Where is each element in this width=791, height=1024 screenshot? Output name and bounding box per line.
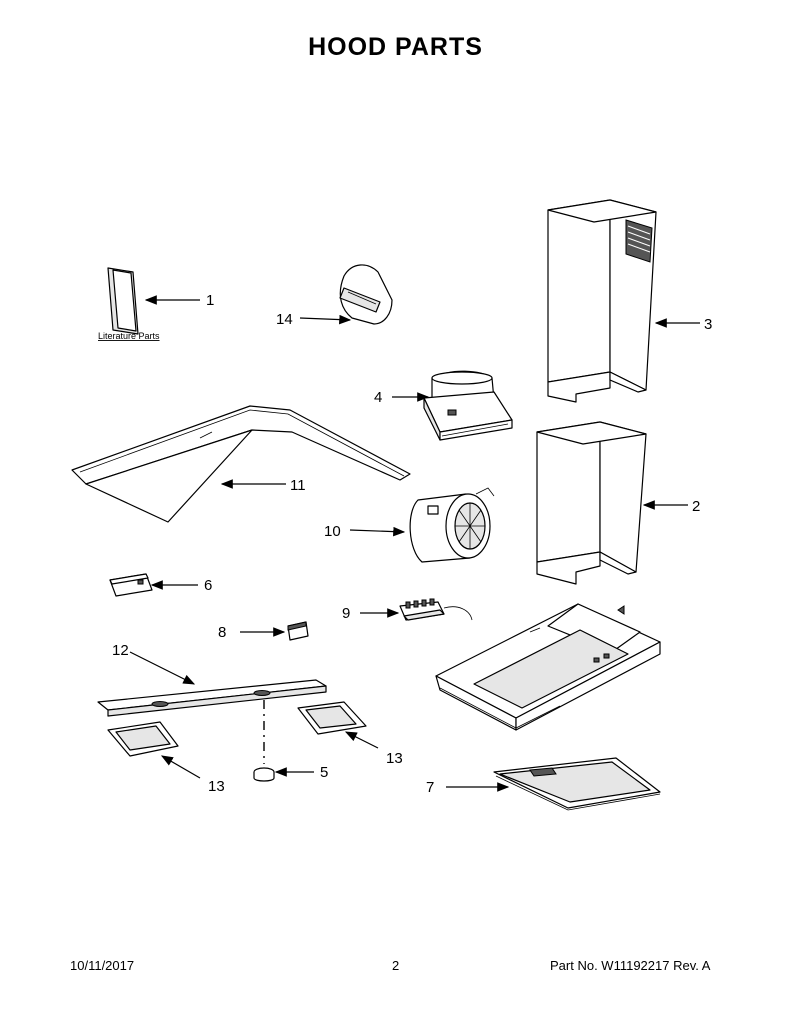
- part-11-canopy-cover[interactable]: [71, 405, 411, 523]
- callout-8: 8: [218, 624, 226, 641]
- footer-page-number: 2: [392, 958, 400, 973]
- part-6-control-box[interactable]: [109, 573, 153, 597]
- part-4-blower-housing[interactable]: [423, 370, 513, 441]
- callout-1: 1: [206, 292, 214, 309]
- hood-body: [435, 603, 661, 731]
- callout-5: 5: [320, 764, 328, 781]
- part-13-light-lens-right[interactable]: [297, 701, 367, 735]
- callout-13-left: 13: [208, 778, 225, 795]
- callout-2: 2: [692, 498, 700, 515]
- part-14-hardware-bag[interactable]: [339, 264, 393, 325]
- callout-14: 14: [276, 311, 293, 328]
- callout-4: 4: [374, 389, 382, 406]
- part-5-light-bulb[interactable]: [253, 767, 275, 782]
- page-title: HOOD PARTS: [308, 33, 483, 61]
- callout-9: 9: [342, 605, 350, 622]
- callout-6: 6: [204, 577, 212, 594]
- callout-11: 11: [290, 477, 306, 494]
- part-3-upper-chimney[interactable]: [547, 199, 657, 403]
- callout-3: 3: [704, 316, 712, 333]
- footer-part-number: Part No. W11192217 Rev. A: [550, 958, 711, 973]
- footer-date: 10/11/2017: [70, 958, 135, 973]
- part-7-grease-filter[interactable]: [493, 757, 661, 811]
- literature-parts-label: Literature Parts: [98, 331, 160, 341]
- part-8-switch[interactable]: [287, 621, 309, 641]
- vent-grille: [625, 219, 653, 263]
- callout-13-right: 13: [386, 750, 403, 767]
- part-2-lower-chimney[interactable]: [536, 421, 647, 585]
- part-1-literature[interactable]: Literature Parts: [98, 267, 160, 341]
- part-13-light-lens-left[interactable]: [107, 721, 179, 757]
- part-12-light-panel[interactable]: [97, 679, 327, 717]
- callout-10: 10: [324, 523, 341, 540]
- callout-12: 12: [112, 642, 129, 659]
- part-10-blower-motor[interactable]: [409, 487, 495, 563]
- part-9-switch-assembly[interactable]: [399, 598, 473, 621]
- callout-7: 7: [426, 779, 434, 796]
